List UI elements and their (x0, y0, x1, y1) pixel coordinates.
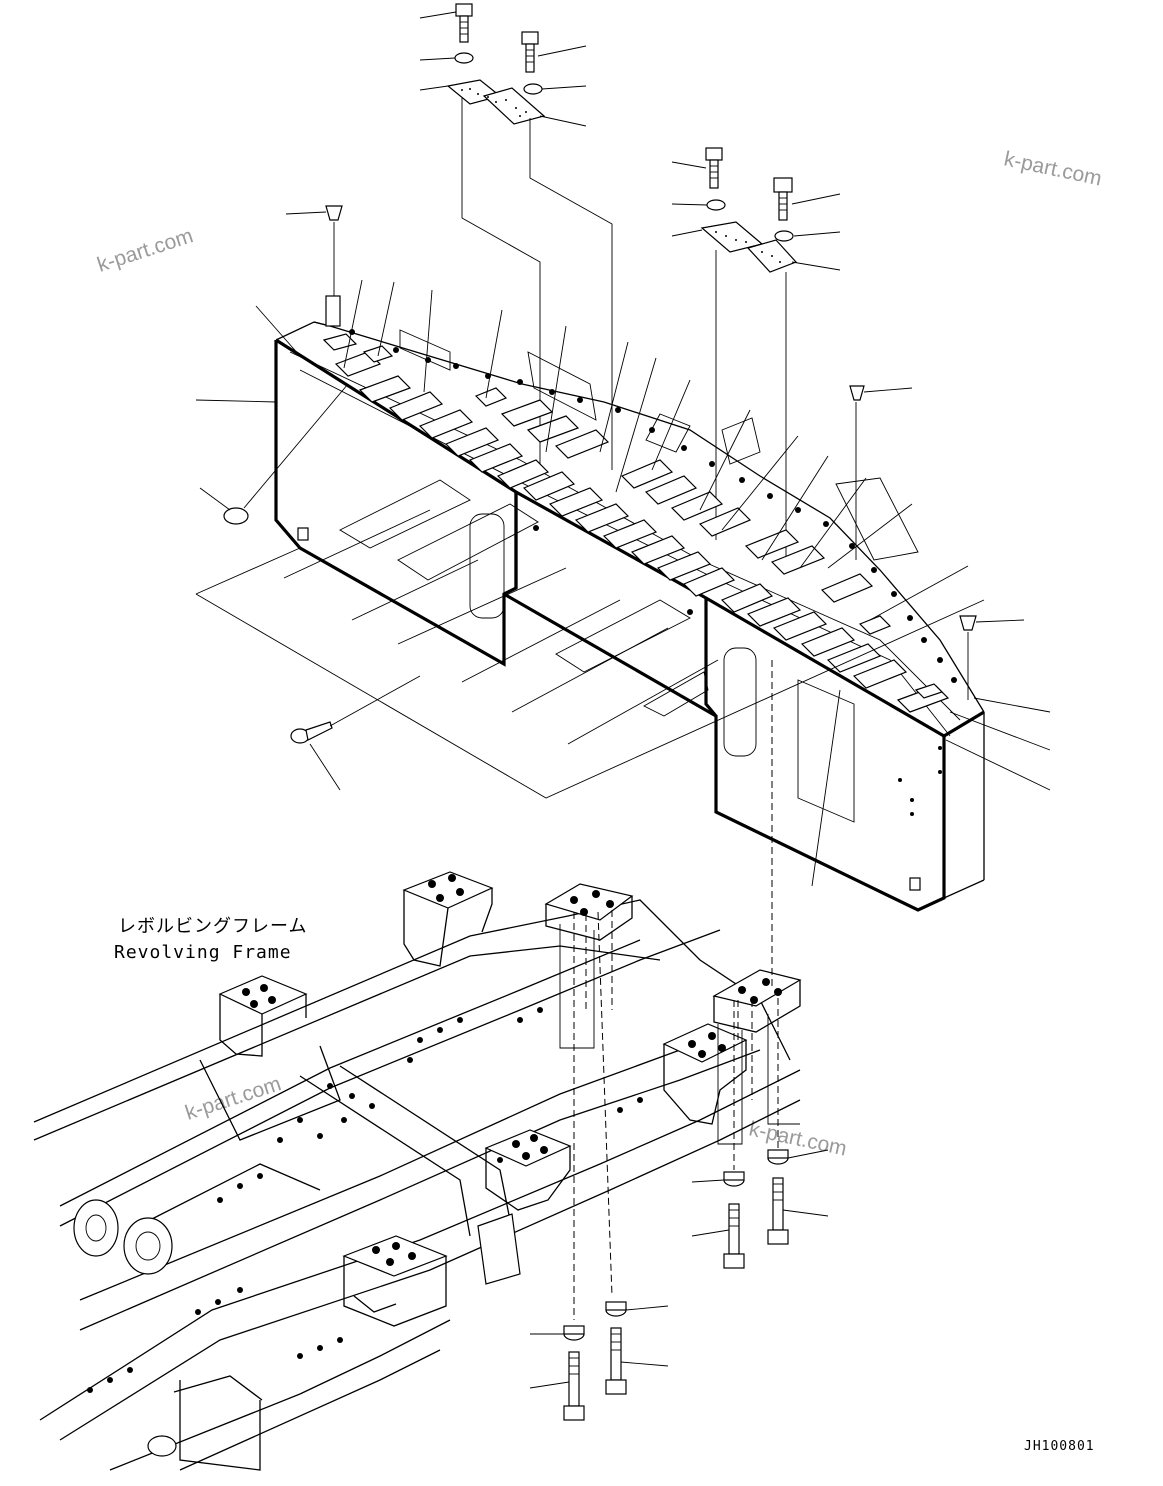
bolt-icon (705, 147, 723, 189)
spacer-icon (723, 1171, 745, 1187)
push-rivet-icon (290, 721, 333, 744)
cover-leader-lines (195, 279, 1051, 887)
watermark-top-right: k-part.com (1002, 147, 1104, 190)
top-pads (322, 333, 950, 713)
bolt-icon (521, 31, 539, 73)
washer-icon (774, 230, 794, 242)
bolt-icon (773, 177, 793, 221)
bolt-icon (723, 1203, 745, 1269)
watermarks: k-part.com k-part.com k-part.com k-part.… (94, 147, 1103, 1160)
alignment-lines (573, 660, 779, 1320)
frame-brackets (218, 871, 802, 1327)
shim-plate-icon (482, 87, 546, 125)
bolt-icon (605, 1327, 627, 1395)
frame-label-english: Revolving Frame (114, 942, 292, 963)
mounting-holes (349, 329, 957, 816)
lower-fasteners (529, 1149, 829, 1421)
frame-holes (87, 874, 782, 1393)
pin-bosses (73, 1199, 177, 1457)
cap-plug-icon (959, 615, 977, 631)
top-right-bracket-assembly (671, 147, 841, 560)
grommet-icon (223, 507, 249, 525)
bolt-icon (455, 3, 473, 43)
spacer-icon (605, 1301, 627, 1317)
pillar-blocks (559, 924, 800, 1145)
frame-label-japanese: レボルビングフレーム (118, 916, 307, 937)
revolving-frame (33, 660, 802, 1471)
washer-icon (706, 199, 726, 211)
bolt-icon (563, 1351, 585, 1421)
top-left-bracket-assembly (419, 3, 613, 470)
spacer-icon (563, 1325, 585, 1341)
cover-panel-assembly (195, 295, 985, 912)
spacer-icon (767, 1149, 789, 1165)
watermark-top-left: k-part.com (94, 224, 195, 277)
washer-icon (454, 52, 474, 64)
washer-icon (523, 83, 543, 95)
cap-plug-icon (849, 385, 865, 401)
drawing-code: JH100801 (1024, 1439, 1095, 1454)
cap-plug-icon (325, 205, 343, 221)
bolt-icon (767, 1177, 789, 1245)
